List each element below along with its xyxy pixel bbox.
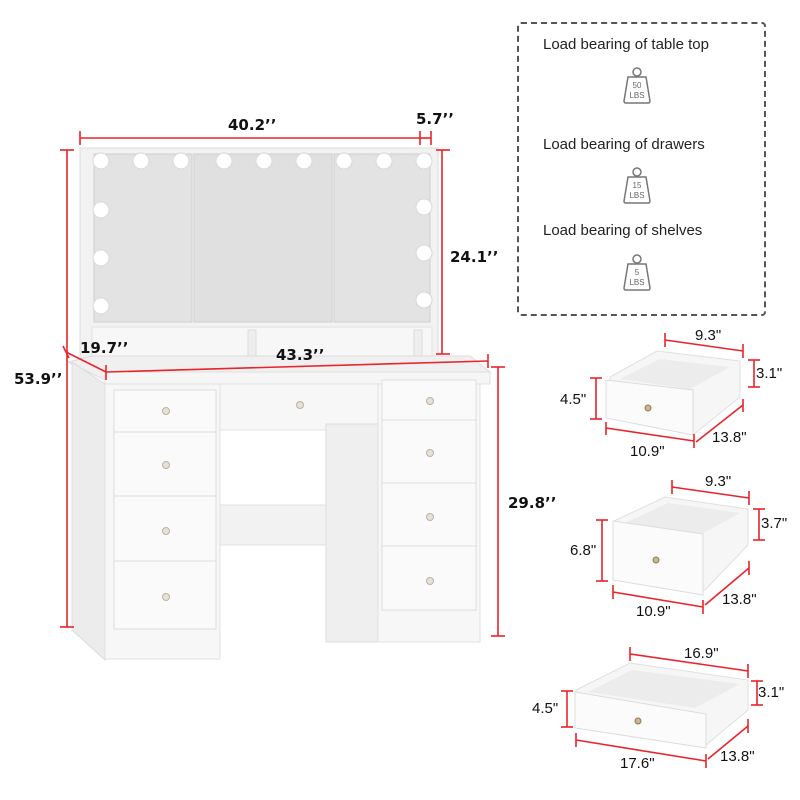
table-width-label: 43.3’’: [276, 346, 325, 364]
mirror-height-label: 24.1’’: [450, 248, 499, 266]
table-height-label: 29.8’’: [508, 494, 557, 512]
drawer-diagram-deep: 9.3" 3.7" 6.8" 10.9" 13.8": [550, 465, 800, 620]
weight-value: 5: [635, 268, 640, 277]
front-height-label: 4.5": [560, 391, 587, 408]
weight-icon: 5 LBS: [622, 253, 652, 293]
inner-height-label: 3.1": [758, 684, 785, 701]
weight-value: 15: [633, 181, 642, 190]
vanity-drawing: [60, 131, 505, 662]
front-width-label: 10.9": [636, 603, 671, 620]
inner-width-label: 9.3": [705, 473, 732, 490]
weight-icon: 15 LBS: [622, 166, 652, 206]
weight-icon: 50 LBS: [622, 66, 652, 106]
weight-value: 50: [633, 81, 642, 90]
inner-width-label: 9.3": [695, 327, 722, 344]
inner-width-label: 16.9": [684, 645, 719, 662]
total-height-label: 53.9’’: [14, 370, 63, 388]
depth-label: 13.8": [712, 429, 747, 446]
front-height-label: 4.5": [532, 700, 559, 717]
load-bearing-panel: Load bearing of table top 50 LBS Load be…: [517, 22, 766, 316]
drawer-diagram-small: 9.3" 3.1" 4.5" 10.9" 13.8": [550, 325, 800, 465]
front-width-label: 17.6": [620, 755, 655, 772]
load-label-table-top: Load bearing of table top: [543, 36, 709, 53]
front-height-label: 6.8": [570, 542, 597, 559]
mirror-width-label: 40.2’’: [228, 116, 277, 134]
depth-label: 19.7’’: [80, 339, 129, 357]
weight-unit: LBS: [629, 91, 644, 100]
depth-label: 13.8": [722, 591, 757, 608]
inner-height-label: 3.7": [761, 515, 788, 532]
inner-height-label: 3.1": [756, 365, 783, 382]
weight-unit: LBS: [629, 278, 644, 287]
side-depth-label: 5.7’’: [416, 110, 454, 128]
load-label-drawers: Load bearing of drawers: [543, 136, 705, 153]
depth-label: 13.8": [720, 748, 755, 765]
front-width-label: 10.9": [630, 443, 665, 460]
vanity-illustration: 40.2’’ 5.7’’ 24.1’’ 53.9’’ 19.7’’ 43.3’’…: [14, 110, 556, 662]
load-label-shelves: Load bearing of shelves: [543, 222, 703, 239]
weight-unit: LBS: [629, 191, 644, 200]
drawer-diagram-wide: 16.9" 3.1" 4.5" 17.6" 13.8": [520, 630, 800, 800]
